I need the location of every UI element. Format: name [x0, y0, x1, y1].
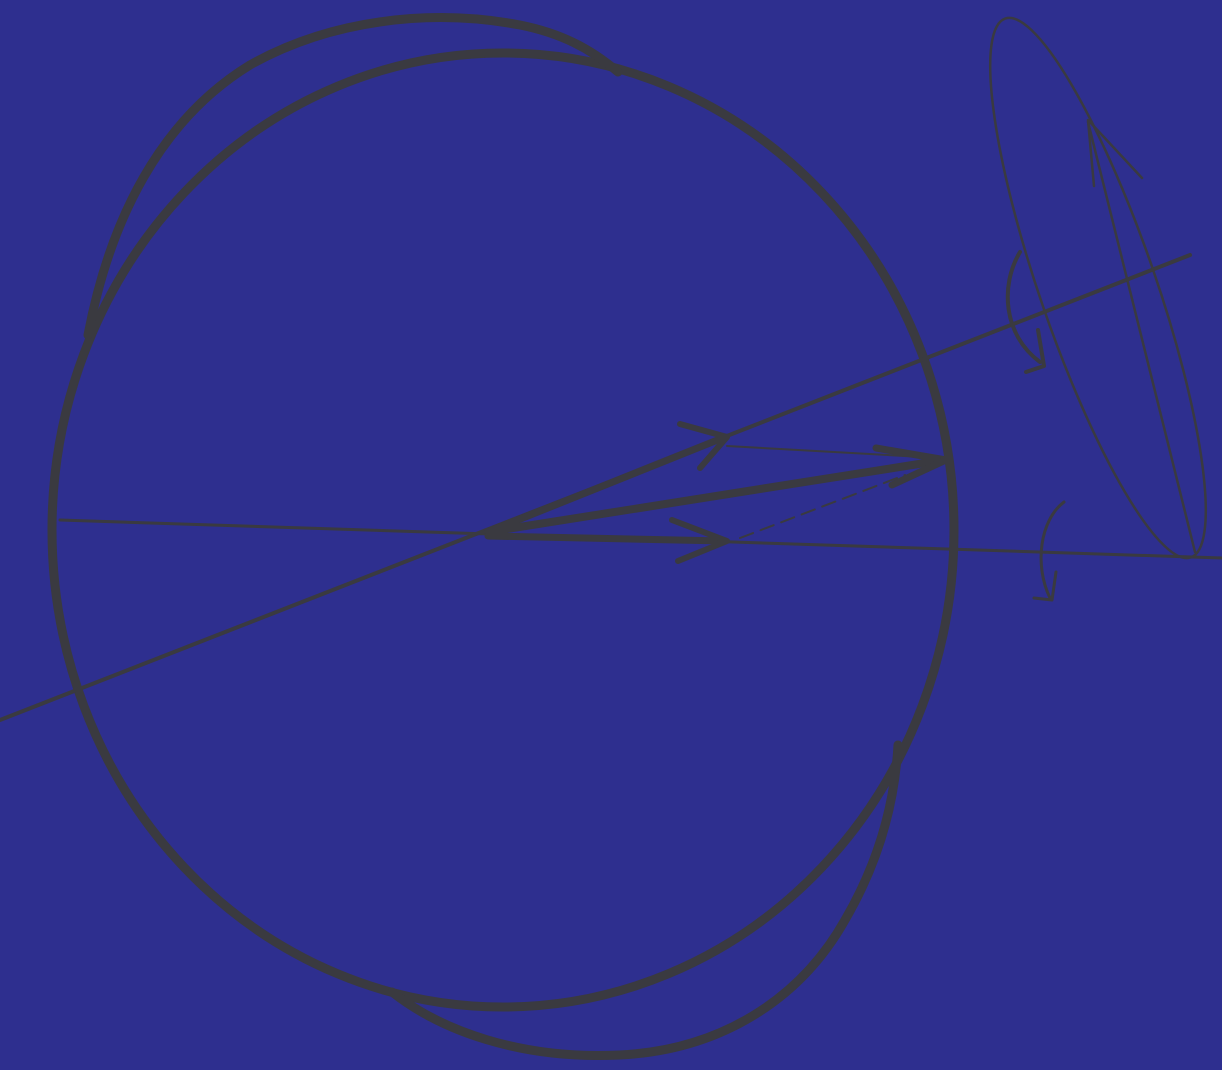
vector-horizontal	[488, 536, 725, 541]
